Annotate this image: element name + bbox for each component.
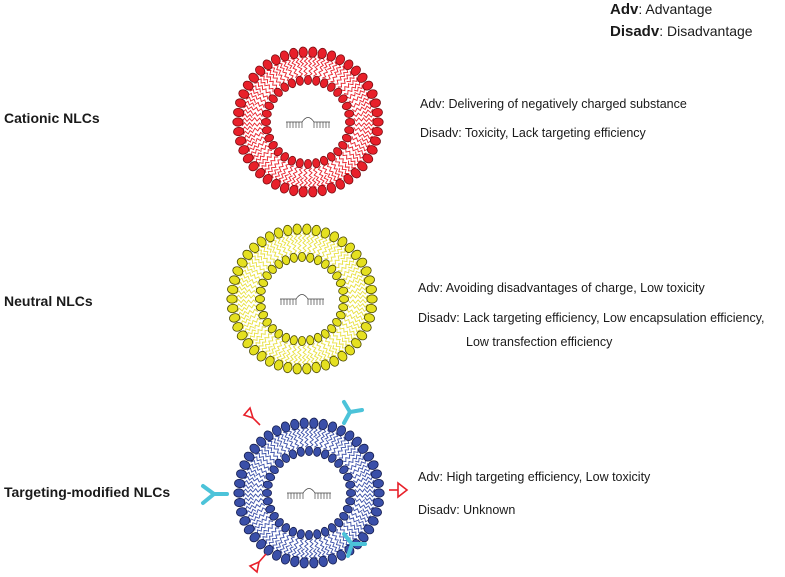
targeting-disadvantage: Disadv: Unknown bbox=[418, 503, 516, 517]
cationic-nlc-vesicle bbox=[232, 46, 384, 198]
antibody-bottom-right bbox=[342, 532, 367, 558]
neutral-label: Neutral NLCs bbox=[4, 293, 93, 309]
cationic-label: Cationic NLCs bbox=[4, 110, 100, 126]
ligand-right bbox=[389, 481, 409, 499]
neutral-advantage: Adv: Avoiding disadvantages of charge, L… bbox=[418, 281, 705, 295]
cationic-advantage: Adv: Delivering of negatively charged su… bbox=[420, 97, 687, 111]
ligand-bottom-left bbox=[248, 553, 267, 574]
targeting-modified-nlc-vesicle bbox=[233, 417, 385, 569]
targeting-advantage: Adv: High targeting efficiency, Low toxi… bbox=[418, 470, 651, 484]
legend-advantage: Adv: Advantage bbox=[610, 1, 713, 18]
antibody-left bbox=[201, 484, 229, 505]
neutral-disadvantage-continued: Low transfection efficiency bbox=[466, 335, 613, 349]
neutral-disadvantage: Disadv: Lack targeting efficiency, Low e… bbox=[418, 311, 765, 325]
neutral-nlc-vesicle bbox=[226, 223, 378, 375]
cationic-disadvantage: Disadv: Toxicity, Lack targeting efficie… bbox=[420, 126, 646, 140]
ligand-top-left bbox=[242, 406, 261, 426]
targeting-modified-label: Targeting-modified NLCs bbox=[4, 484, 171, 500]
legend-disadvantage: Disadv: Disadvantage bbox=[610, 23, 753, 40]
antibody-top-right bbox=[342, 400, 364, 425]
